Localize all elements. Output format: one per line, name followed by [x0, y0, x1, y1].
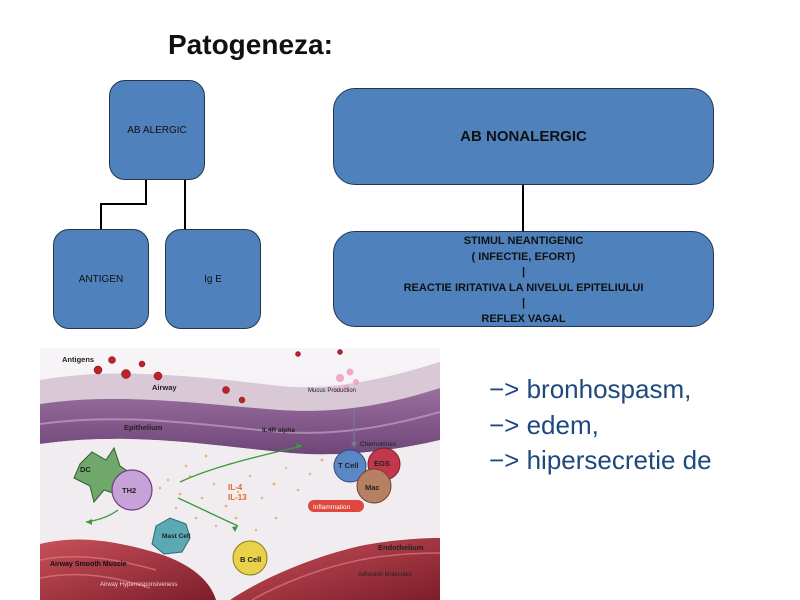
label-il4r-alpha: IL4R alpha	[262, 427, 295, 434]
label-antigens: Antigens	[62, 355, 94, 364]
label-mac: Mac	[365, 483, 380, 492]
label-airway-hyperresponsiveness: Airway Hyperresponsiveness	[100, 582, 177, 588]
box-ige: Ig E	[165, 229, 261, 329]
box-ab-nonalergic-label: AB NONALERGIC	[460, 128, 587, 145]
inflammation-pill	[308, 500, 364, 512]
mac-cell	[356, 468, 392, 504]
label-dc: DC	[80, 465, 91, 474]
box-ab-alergic: AB ALERGIC	[109, 80, 205, 180]
label-mucus-production: Mucus Production	[308, 388, 356, 394]
effects-list: −> bronhospasm, −> edem, −> hipersecreti…	[489, 372, 712, 479]
connector-alergic-horizontal	[100, 203, 147, 205]
stimulus-separator-1: |	[521, 266, 526, 278]
label-epithelium: Epithelium	[124, 423, 163, 432]
box-stimul-neantigenic: STIMUL NEANTIGENIC ( INFECTIE, EFORT) | …	[333, 231, 714, 327]
effect-item-edem: −> edem,	[489, 409, 599, 440]
label-inflammation: Inflammation	[313, 504, 351, 511]
stimulus-separator-2: |	[521, 297, 526, 309]
stimulus-line-4: REFLEX VAGAL	[481, 312, 566, 325]
label-chemokines: Chemokines	[360, 441, 397, 448]
label-b-cell: B Cell	[240, 555, 261, 564]
box-ab-alergic-label: AB ALERGIC	[127, 124, 187, 136]
box-ab-nonalergic: AB NONALERGIC	[333, 88, 714, 185]
label-il4: IL-4	[228, 483, 243, 492]
connector-ige-drop	[184, 180, 186, 229]
label-mast-cell: Mast Cell	[162, 533, 191, 540]
effect-item-bronhospasm: −> bronhospasm,	[489, 374, 692, 404]
th2-cell	[111, 469, 153, 511]
label-th2: TH2	[122, 486, 136, 495]
label-airway: Airway	[152, 383, 177, 392]
page-title: Patogeneza:	[168, 29, 333, 60]
asthma-pathogenesis-illustration: Antigens Airway Mucus Production Epithel…	[40, 348, 440, 600]
box-ige-label: Ig E	[204, 273, 222, 285]
label-t-cell: T Cell	[338, 461, 358, 470]
effect-item-hipersecretie: −> hipersecretie de	[489, 445, 712, 475]
connector-antigen-drop	[100, 203, 102, 229]
stimulus-line-3: REACTIE IRITATIVA LA NIVELUL EPITELIULUI	[403, 281, 644, 294]
label-endothelium: Endothelium	[378, 543, 424, 552]
connector-alergic-trunk-left	[145, 180, 147, 205]
mast-cell	[151, 517, 191, 555]
box-antigen-label: ANTIGEN	[78, 273, 124, 285]
label-airway-smooth-muscle: Airway Smooth Muscle	[50, 561, 127, 568]
connector-nonalergic-drop	[522, 185, 524, 231]
label-il13: IL-13	[228, 493, 247, 502]
b-cell	[232, 540, 268, 576]
t-cell	[333, 449, 367, 483]
label-adhesion-molecules: Adhesion Molecules	[358, 572, 412, 578]
stimulus-line-1: STIMUL NEANTIGENIC	[463, 235, 584, 247]
stimulus-line-2: ( INFECTIE, EFORT)	[471, 250, 576, 263]
box-antigen: ANTIGEN	[53, 229, 149, 329]
label-eos: EOS	[374, 459, 390, 468]
